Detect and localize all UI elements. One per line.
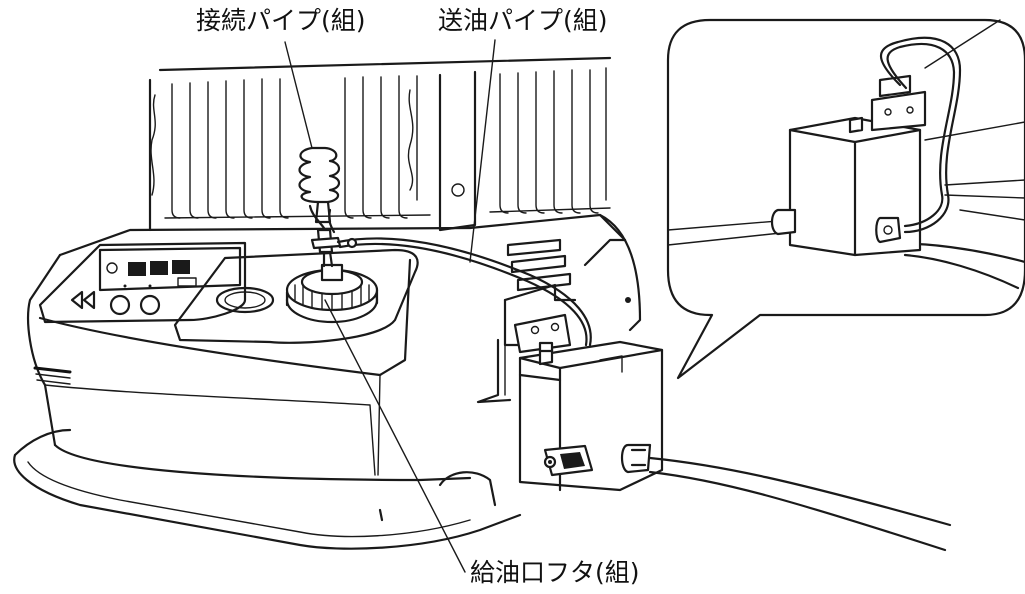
panel-button-2: [139, 294, 161, 316]
heater-grille: [148, 56, 612, 232]
display-digit-2: [150, 261, 168, 275]
control-box: [518, 340, 664, 492]
connecting-pipe: [298, 146, 342, 268]
right-arrow-button: [82, 290, 96, 310]
display-digit-1: [128, 262, 146, 276]
panel-button-1: [109, 294, 131, 316]
label-fuel-cap: 給油口フタ(組): [470, 558, 640, 587]
mounting-bracket: [476, 283, 577, 404]
fuel-cap-area: [173, 248, 419, 344]
label-connecting-pipe: 接続パイプ(組): [196, 6, 366, 35]
left-arrow-button: [70, 290, 84, 310]
oil-feed-pipe: [336, 237, 592, 347]
display-digit-3: [172, 260, 190, 274]
leader-lines: [284, 39, 496, 573]
heater-body: [13, 213, 642, 550]
label-oil-feed-pipe: 送油パイプ(組): [438, 6, 608, 35]
inset-detail: [667, 19, 1025, 290]
power-cable: [648, 456, 952, 552]
control-panel: [38, 241, 247, 324]
